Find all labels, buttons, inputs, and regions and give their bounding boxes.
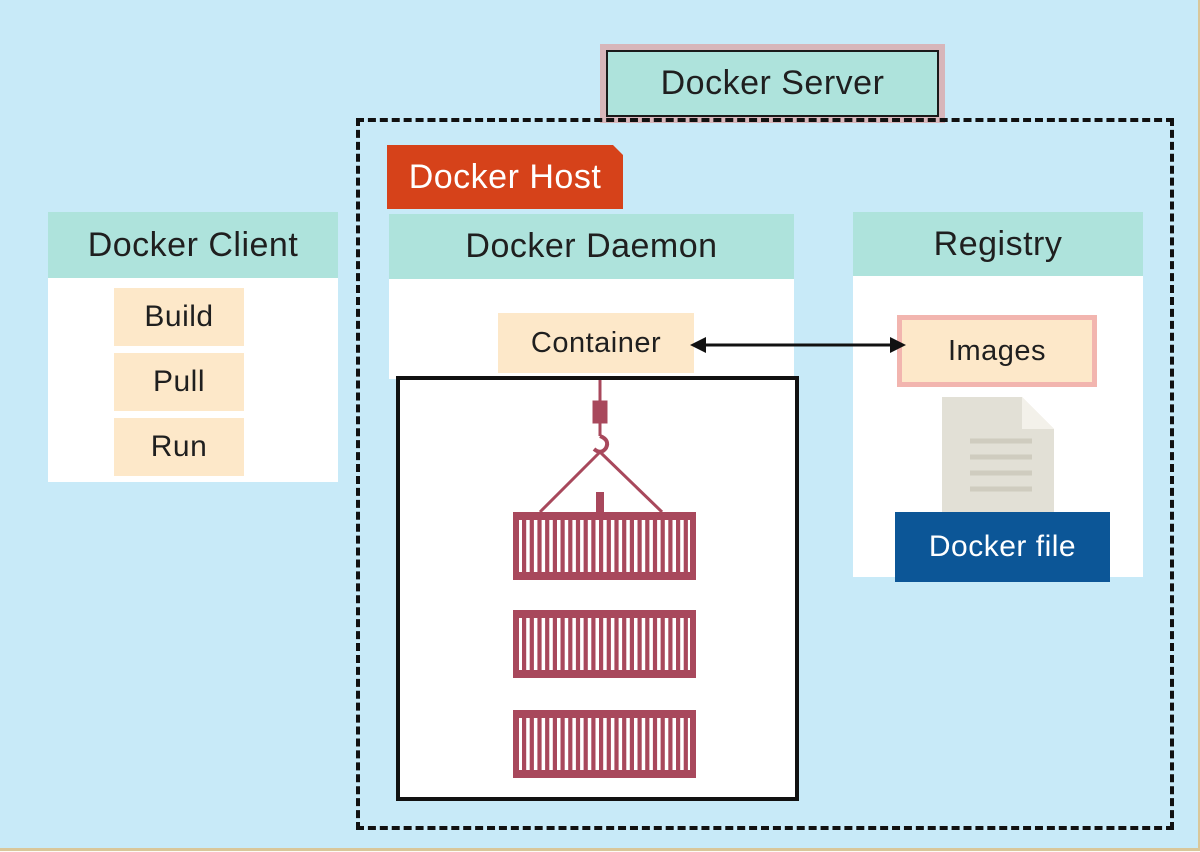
- container-label: Container: [530, 326, 662, 359]
- shipping-container: [513, 710, 696, 778]
- run-label: Run: [150, 430, 208, 463]
- docker-server-text: Docker Server: [660, 64, 885, 102]
- docker-server-label: Docker Server: [606, 50, 939, 117]
- crane-hook-icon: [538, 380, 664, 514]
- docker-file-badge: Docker file: [895, 512, 1110, 582]
- docker-daemon-title: Docker Daemon: [465, 227, 718, 265]
- container-label-box: Container: [498, 313, 694, 373]
- container-stack-frame: [396, 376, 799, 801]
- run-command: Run: [114, 418, 244, 476]
- docker-daemon-header: Docker Daemon: [389, 214, 794, 279]
- docker-host-text: Docker Host: [408, 157, 602, 196]
- images-label-box: Images: [902, 320, 1092, 382]
- shipping-container-icon: [513, 512, 696, 778]
- images-label: Images: [947, 334, 1047, 367]
- build-command: Build: [114, 288, 244, 346]
- pull-command: Pull: [114, 353, 244, 411]
- document-icon: [942, 397, 1054, 513]
- docker-file-label: Docker file: [928, 530, 1077, 563]
- docker-client-panel: Build Pull Run: [48, 278, 338, 482]
- registry-header: Registry: [853, 212, 1143, 276]
- double-arrow-icon: [690, 337, 906, 353]
- container-stack-illustration: [513, 380, 696, 778]
- shipping-container: [513, 512, 696, 580]
- pull-label: Pull: [152, 365, 206, 398]
- build-label: Build: [144, 300, 214, 333]
- docker-client-header: Docker Client: [48, 212, 338, 278]
- docker-server-boundary: [356, 118, 1174, 830]
- docker-client-title: Docker Client: [87, 225, 299, 264]
- registry-title: Registry: [933, 224, 1063, 263]
- shipping-container: [513, 610, 696, 678]
- docker-host-tag: Docker Host: [387, 145, 623, 209]
